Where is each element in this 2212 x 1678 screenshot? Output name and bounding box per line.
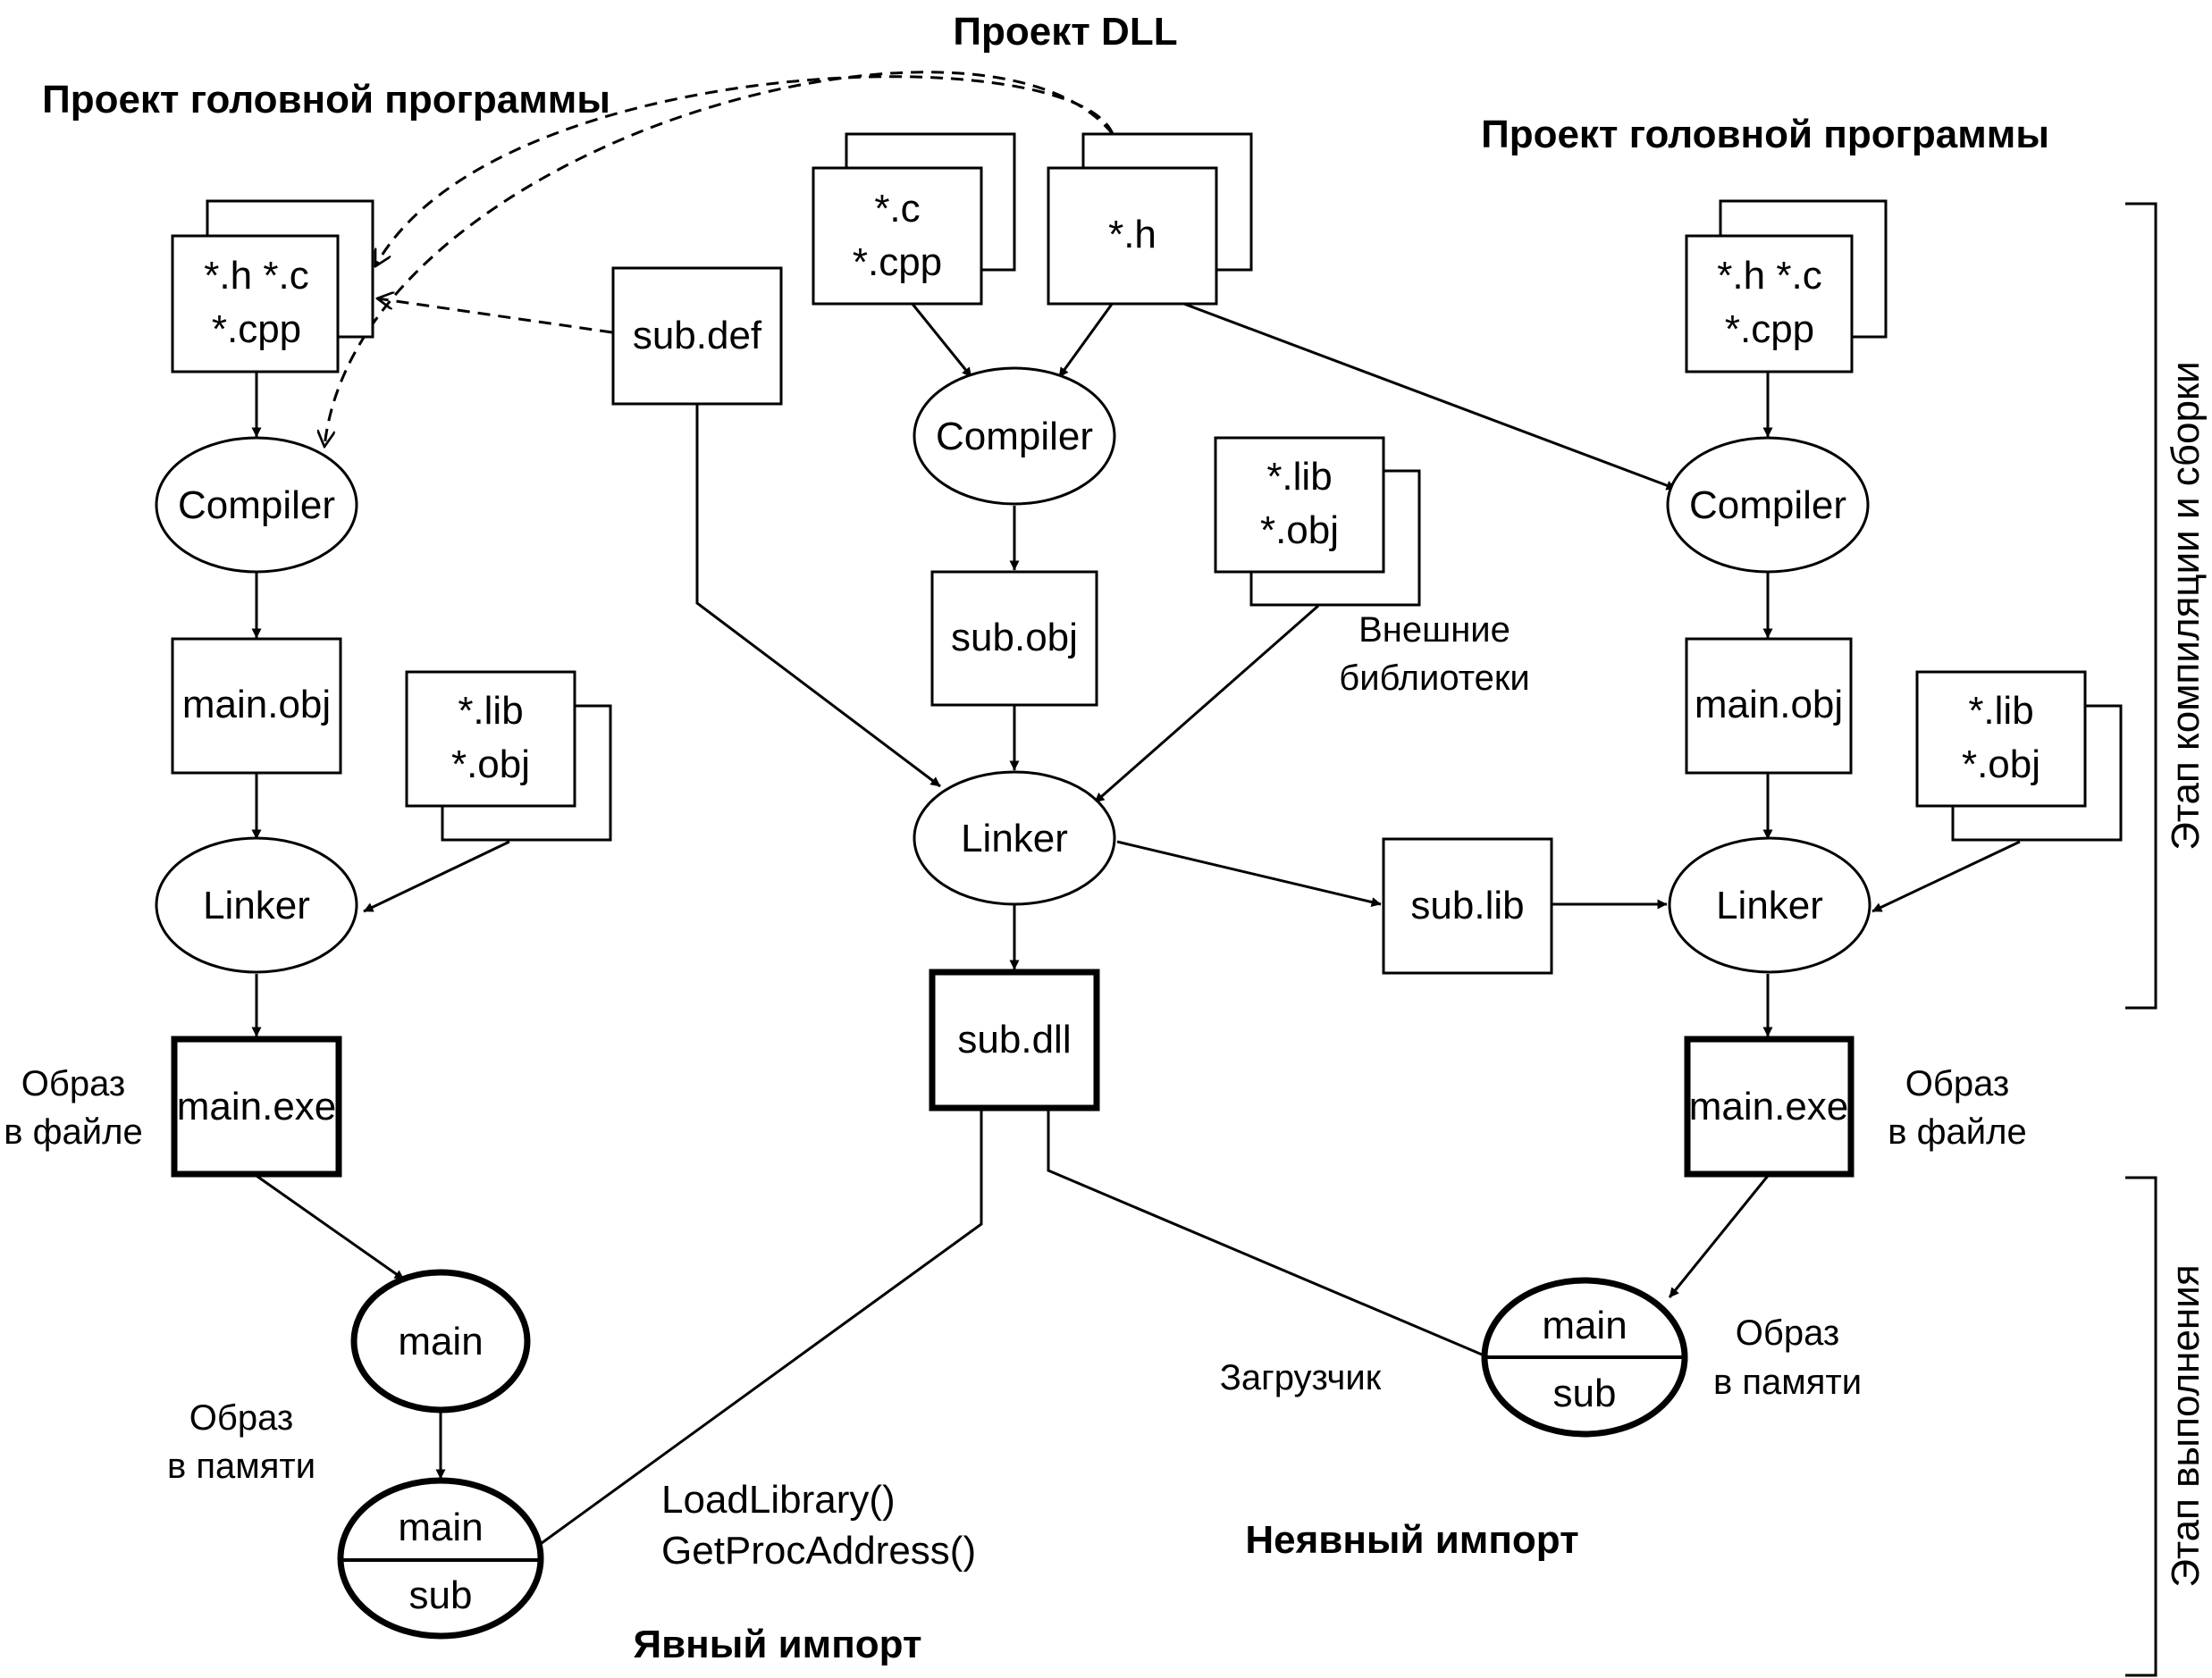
right-main-obj-node: main.obj: [1685, 637, 1853, 775]
left-sources-stack: *.h *.c *.cpp: [171, 199, 374, 373]
right-main-exe-node: main.exe: [1684, 1036, 1855, 1178]
right-linker-label: Linker: [1716, 884, 1823, 927]
dll-ext-libs-stack: *.lib *.obj: [1214, 436, 1421, 607]
dll-sub-dll-label: sub.dll: [957, 1018, 1071, 1061]
dll-ext-caption-line1: Внешние: [1358, 610, 1510, 650]
right-linker-node: Linker: [1668, 836, 1871, 974]
edge-dll-h-right-compiler: [1181, 301, 1677, 491]
execution-stage-bracket: [2125, 1176, 2157, 1677]
load-library-label: LoadLibrary(): [661, 1478, 896, 1522]
left-compiler-node: Compiler: [155, 436, 358, 574]
left-mem-image-line2: в памяти: [167, 1447, 315, 1486]
header-implicit-import: Неявный импорт: [1245, 1518, 1578, 1562]
right-main-obj-label: main.obj: [1695, 683, 1843, 726]
left-file-image-line1: Образ: [21, 1064, 125, 1103]
right-mem-image-line1: Образ: [1736, 1313, 1839, 1353]
dll-ext-caption-line2: библиотеки: [1339, 659, 1529, 698]
left-sources-line1: *.h *.c: [204, 254, 308, 298]
dll-c-line1: *.c: [874, 187, 920, 231]
edge-left-libs-linker: [363, 840, 510, 913]
left-main-exe-label: main.exe: [177, 1085, 337, 1128]
left-main-obj-node: main.obj: [171, 637, 342, 775]
right-libs-line2: *.obj: [1962, 743, 2040, 786]
edge-explicit-load: [495, 1109, 983, 1578]
header-main-project-right: Проект головной программы: [1481, 113, 2049, 156]
dll-def-node: sub.def: [611, 266, 783, 406]
edge-left-exe-main: [256, 1174, 405, 1281]
dll-ext-libs-line2: *.obj: [1260, 508, 1339, 552]
dll-def-label: sub.def: [633, 314, 762, 357]
header-main-project-left: Проект головной программы: [42, 78, 610, 122]
left-libs-line2: *.obj: [451, 743, 530, 786]
left-mem-main-node: main: [350, 1269, 531, 1414]
left-file-image-line2: в файле: [4, 1112, 142, 1152]
edge-dll-c-compiler: [910, 302, 973, 378]
header-dll-project: Проект DLL: [953, 10, 1177, 54]
right-mem-image-line2: в памяти: [1713, 1363, 1862, 1402]
dll-ext-libs-line1: *.lib: [1266, 455, 1332, 499]
right-mem-combined-bottom: sub: [1553, 1372, 1617, 1415]
dll-linker-label: Linker: [961, 817, 1068, 860]
edge-dll-linker-lib: [1116, 840, 1382, 907]
right-libs-stack: *.lib *.obj: [1915, 670, 2123, 842]
left-mem-combined-node: main sub: [337, 1477, 544, 1640]
dll-obj-node: sub.obj: [930, 570, 1098, 707]
right-compiler-label: Compiler: [1689, 483, 1846, 527]
right-sources-line1: *.h *.c: [1717, 254, 1821, 298]
right-sources-stack: *.h *.c *.cpp: [1685, 199, 1888, 373]
header-explicit-import: Явный импорт: [634, 1623, 922, 1666]
left-compiler-label: Compiler: [178, 483, 335, 527]
dll-sub-lib-node: sub.lib: [1382, 837, 1553, 975]
left-linker-label: Linker: [203, 884, 310, 927]
left-sources-line2: *.cpp: [212, 307, 301, 351]
right-mem-combined-top: main: [1542, 1304, 1627, 1347]
execution-stage-label: Этап выполнения: [2164, 1264, 2208, 1587]
dll-c-stack: *.c *.cpp: [812, 132, 1016, 306]
left-libs-line1: *.lib: [458, 689, 523, 733]
right-sources-line2: *.cpp: [1725, 307, 1814, 351]
left-mem-combined-bottom: sub: [409, 1573, 473, 1617]
dll-linker-node: Linker: [913, 770, 1116, 906]
dll-compiler-label: Compiler: [936, 415, 1093, 458]
dll-c-line2: *.cpp: [853, 240, 942, 284]
dll-sub-dll-node: sub.dll: [929, 969, 1100, 1112]
right-libs-line1: *.lib: [1968, 689, 2033, 733]
right-main-exe-label: main.exe: [1689, 1085, 1849, 1128]
left-linker-node: Linker: [155, 836, 358, 974]
edge-right-exe-combined: [1668, 1175, 1770, 1298]
dll-compiler-node: Compiler: [913, 366, 1116, 506]
edge-right-libs-linker: [1871, 840, 2021, 913]
compile-stage-bracket: [2125, 202, 2157, 1010]
left-mem-main-label: main: [398, 1320, 483, 1363]
left-main-exe-node: main.exe: [171, 1036, 342, 1178]
right-compiler-node: Compiler: [1666, 436, 1870, 574]
left-mem-image-line1: Образ: [189, 1398, 293, 1438]
left-mem-combined-top: main: [398, 1506, 483, 1549]
edge-dll-def-linker: [695, 405, 941, 788]
compile-stage-label: Этап компиляции и сборки: [2164, 361, 2208, 851]
edge-implicit-loader: [1047, 1109, 1529, 1376]
right-file-image-line2: в файле: [1888, 1112, 2026, 1152]
dll-h-stack: *.h: [1047, 132, 1253, 306]
left-libs-stack: *.lib *.obj: [405, 670, 612, 842]
dll-h-label: *.h: [1108, 213, 1156, 256]
edge-dll-h-compiler: [1057, 302, 1114, 378]
loader-label: Загрузчик: [1220, 1358, 1382, 1397]
dashed-edge-h-to-left-sources: [375, 75, 1114, 266]
left-main-obj-label: main.obj: [182, 683, 331, 726]
dashed-edge-h-to-left-compiler: [324, 71, 1114, 447]
dll-obj-label: sub.obj: [951, 616, 1078, 659]
edge-dll-extlibs-linker: [1094, 604, 1319, 804]
dll-sub-lib-label: sub.lib: [1410, 884, 1524, 927]
dashed-edge-def-to-left-sources: [377, 298, 613, 334]
right-mem-combined-node: main sub: [1481, 1277, 1688, 1438]
get-proc-address-label: GetProcAddress(): [661, 1529, 976, 1573]
right-file-image-line1: Образ: [1905, 1064, 2009, 1103]
